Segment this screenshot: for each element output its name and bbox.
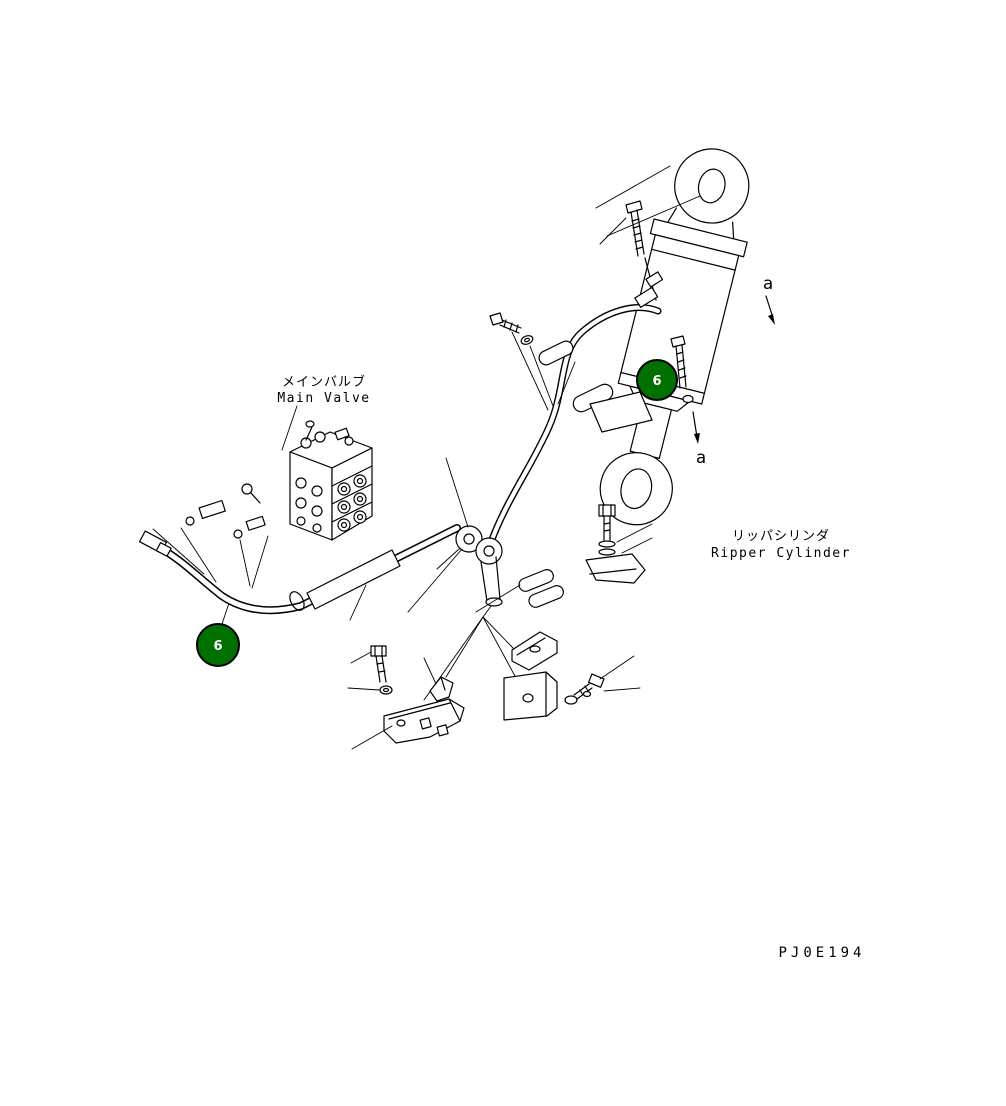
small-clip (423, 657, 454, 702)
clamp-bolt-mid (585, 504, 653, 584)
bracket-bottom-left (351, 698, 465, 750)
bolt-bottom-right (564, 655, 641, 705)
callout-balloon-6-lower[interactable]: 6 (196, 602, 240, 667)
bolt-near-upper-balloon (670, 335, 694, 404)
main-valve-label-jp: メインバルブ (282, 374, 366, 390)
main-valve-drawing (281, 405, 373, 541)
callout-balloon-6-upper[interactable]: 6 (636, 359, 678, 401)
ripper-cylinder-label-en: Ripper Cylinder (711, 546, 851, 561)
leader-lines-center (349, 457, 523, 701)
balloon-number: 6 (213, 639, 222, 654)
hose-clamp-upper (489, 312, 653, 433)
drawing-number: PJ0E194 (778, 945, 865, 961)
pipe-bushings (475, 569, 564, 613)
ripper-cylinder-label-jp: リッパシリンダ (732, 529, 830, 544)
view-arrow-a-lower: a (692, 411, 706, 468)
view-a-lower-label: a (696, 448, 706, 468)
left-fittings (152, 483, 269, 589)
balloon-number: 6 (652, 374, 661, 389)
view-a-upper-label: a (763, 274, 773, 294)
bracket-bottom-right (503, 671, 558, 721)
upper-hose (486, 257, 664, 549)
swivel-joint (455, 525, 503, 607)
bolt-bottom-left (347, 645, 393, 695)
mounting-bolt-top (599, 200, 645, 257)
lower-pipe (138, 524, 461, 615)
ripper-cylinder-drawing (599, 148, 750, 526)
view-arrow-a-upper: a (763, 274, 775, 325)
center-l-bracket (511, 631, 558, 671)
main-valve-label-en: Main Valve (277, 391, 370, 406)
section-lines (595, 165, 701, 237)
